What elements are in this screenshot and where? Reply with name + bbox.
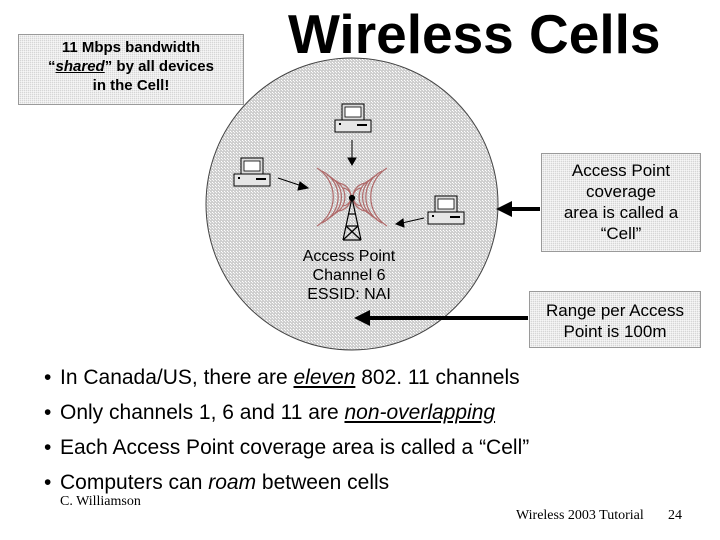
- cell-callout-line-1: Access Point: [571, 161, 671, 180]
- note-line-2-rest: ” by all devices: [104, 58, 214, 75]
- note-quote-open: “: [48, 58, 56, 75]
- note-line-2: “shared” by all devices: [19, 57, 243, 76]
- bullet-item: • Computers can roam between cells: [44, 465, 529, 500]
- bullet-2-text: Only channels 1, 6 and 11 are: [60, 401, 345, 424]
- range-callout-line-1: Range per Access: [546, 301, 684, 320]
- bullet-1-text-end: 802. 11 channels: [355, 366, 520, 389]
- arrow-icon: [277, 140, 425, 228]
- bullet-item: • Only channels 1, 6 and 11 are non-overl…: [44, 395, 529, 430]
- cell-callout: Access Point coverage area is called a “…: [541, 153, 701, 252]
- bullet-1-text: In Canada/US, there are: [60, 366, 294, 389]
- bullet-4-emphasis: roam: [208, 471, 257, 494]
- bullet-3-text: Each Access Point coverage area is calle…: [60, 436, 530, 459]
- access-point-label: Access Point Channel 6 ESSID: NAI: [289, 247, 409, 304]
- bullet-dot: •: [44, 401, 52, 424]
- bullet-item: • In Canada/US, there are eleven 802. 11 …: [44, 360, 529, 395]
- range-callout-line-2: Point is 100m: [563, 322, 667, 341]
- note-line-1: 11 Mbps bandwidth: [61, 39, 201, 56]
- bullet-list: • In Canada/US, there are eleven 802. 11 …: [44, 360, 529, 500]
- footer-title: Wireless 2003 Tutorial: [516, 508, 644, 523]
- note-emphasis: shared: [55, 58, 105, 75]
- ap-label-line-3: ESSID: NAI: [307, 286, 391, 303]
- bullet-dot: •: [44, 471, 52, 494]
- arrow-icon: [354, 201, 540, 326]
- range-callout: Range per Access Point is 100m: [529, 291, 701, 348]
- coverage-cell-circle: [205, 57, 499, 351]
- antenna-icon: [342, 194, 362, 241]
- bandwidth-note: 11 Mbps bandwidth “shared” by all device…: [18, 34, 244, 105]
- bullet-4-text: Computers can: [60, 471, 209, 494]
- bullet-item: • Each Access Point coverage area is call…: [44, 430, 529, 465]
- bullet-4-text-end: between cells: [256, 471, 390, 494]
- ap-label-line-2: Channel 6: [312, 267, 386, 284]
- bullet-dot: •: [44, 366, 52, 389]
- bullet-1-emphasis: eleven: [293, 366, 356, 389]
- page-number: 24: [668, 508, 682, 523]
- author-footer: C. Williamson: [60, 494, 141, 509]
- bullet-2-emphasis: non-overlapping: [344, 401, 496, 424]
- ap-label-line-1: Access Point: [302, 248, 396, 265]
- bullet-dot: •: [44, 436, 52, 459]
- note-line-3: in the Cell!: [92, 77, 170, 94]
- cell-callout-line-2: coverage: [586, 182, 656, 201]
- cell-callout-line-3: area is called a: [563, 203, 679, 222]
- cell-callout-line-4: “Cell”: [600, 224, 642, 243]
- slide-title: Wireless Cells: [288, 3, 661, 65]
